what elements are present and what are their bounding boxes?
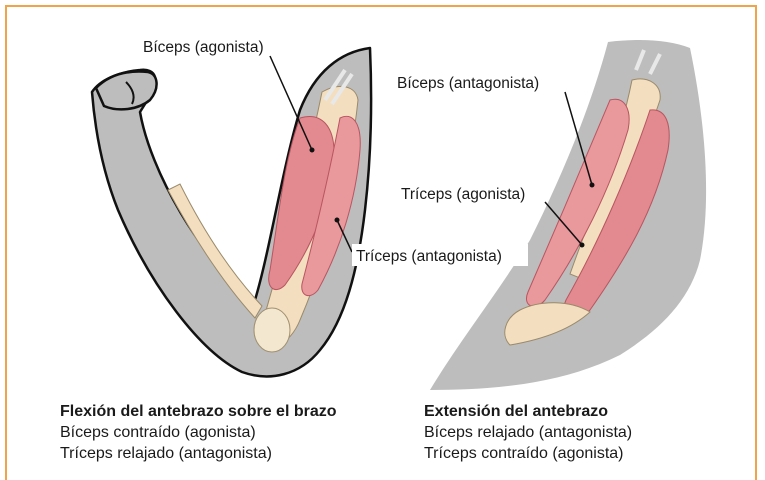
caption-extension: Extensión del antebrazo Bíceps relajado … [424, 401, 632, 464]
caption-extension-line1: Bíceps relajado (antagonista) [424, 422, 632, 443]
caption-flexion-line1: Bíceps contraído (agonista) [60, 422, 337, 443]
caption-flexion-line2: Tríceps relajado (antagonista) [60, 443, 337, 464]
label-biceps-agonista: Bíceps (agonista) [143, 39, 264, 56]
leader-dot [335, 218, 340, 223]
leader-dot [310, 148, 315, 153]
caption-flexion: Flexión del antebrazo sobre el brazo Bíc… [60, 401, 337, 464]
elbow-joint [254, 308, 290, 352]
leader-dot [580, 243, 585, 248]
label-triceps-agonista: Tríceps (agonista) [401, 186, 525, 203]
label-biceps-antagonista: Bíceps (antagonista) [397, 75, 539, 92]
leader-dot [590, 183, 595, 188]
fist-shape [96, 72, 157, 110]
caption-extension-title: Extensión del antebrazo [424, 401, 632, 422]
label-triceps-antagonista: Tríceps (antagonista) [356, 248, 502, 265]
flexed-arm-illustration [92, 48, 371, 376]
caption-extension-line2: Tríceps contraído (agonista) [424, 443, 632, 464]
extended-arm-illustration [430, 40, 706, 390]
caption-flexion-title: Flexión del antebrazo sobre el brazo [60, 401, 337, 422]
